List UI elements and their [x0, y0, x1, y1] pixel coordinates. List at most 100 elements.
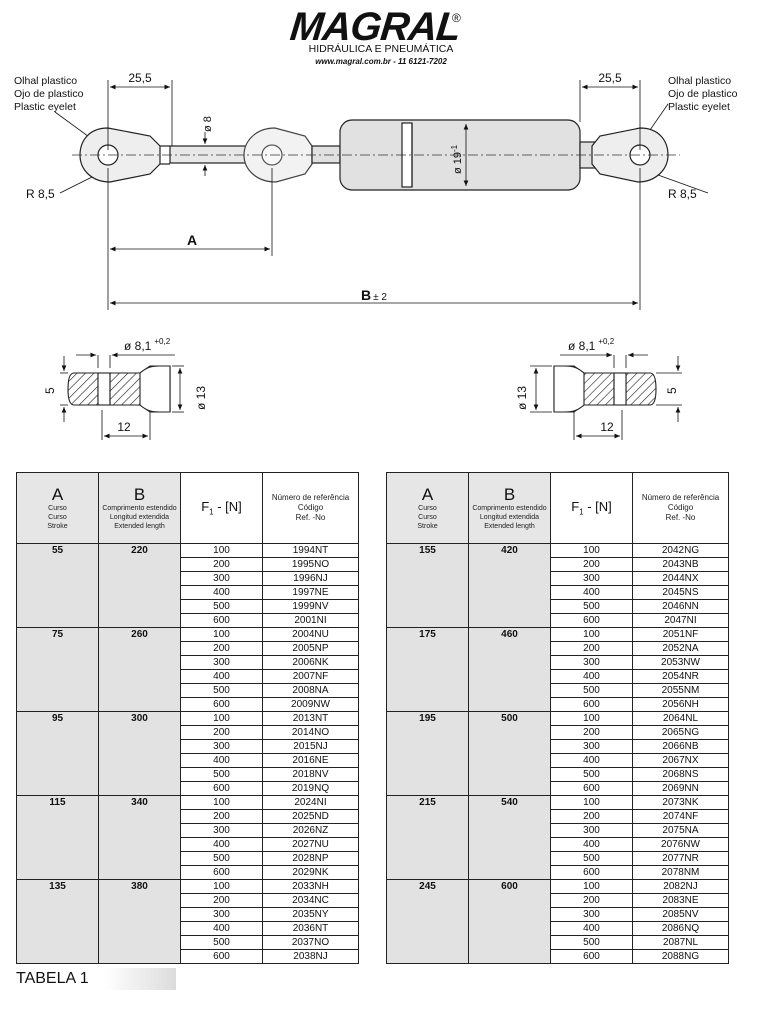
force-cell: 500 [550, 599, 633, 614]
table-header-row: A Curso Curso Stroke B Comprimento esten… [386, 472, 729, 544]
ref-cell: 2036NT [262, 921, 359, 936]
detail-left-height: 5 [43, 387, 57, 394]
force-cell: 400 [550, 585, 633, 600]
dim-rod-dia: ø 8 [202, 116, 214, 132]
force-cell: 200 [550, 725, 633, 740]
logo-tagline: HIDRÁULICA E PNEUMÁTICA [309, 42, 454, 55]
ref-cell: 2042NG [632, 543, 729, 558]
table-header-row: A Curso Curso Stroke B Comprimento esten… [16, 472, 359, 544]
svg-text:Ojo de plastico: Ojo de plastico [14, 88, 84, 100]
force-cell: 100 [180, 795, 263, 810]
dim-right-eye [579, 80, 641, 150]
force-cell: 600 [180, 613, 263, 628]
stroke-cell: 245 [386, 879, 469, 964]
force-cell: 200 [180, 725, 263, 740]
svg-text:25,5: 25,5 [598, 71, 622, 85]
logo-contact: www.magral.com.br - 11 6121-7202 [315, 57, 447, 66]
force-cell: 100 [550, 711, 633, 726]
force-cell: 600 [550, 697, 633, 712]
eyelet-label-right: Olhal plastico Ojo de plastico Plastic e… [668, 75, 738, 113]
radius-right: R 8,5 [668, 187, 697, 201]
ref-cell: 2038NJ [262, 949, 359, 964]
ref-cell: 2073NK [632, 795, 729, 810]
force-cell: 300 [550, 907, 633, 922]
ref-cell: 2027NU [262, 837, 359, 852]
ref-cell: 2019NQ [262, 781, 359, 796]
ref-cell: 2026NZ [262, 823, 359, 838]
eyelet-label-left: Olhal plastico Ojo de plastico Plastic e… [14, 75, 84, 113]
dim-A: A [187, 232, 197, 248]
force-cell: 600 [550, 781, 633, 796]
force-cell: 200 [180, 641, 263, 656]
ref-cell: 2047NI [632, 613, 729, 628]
length-cell: 420 [468, 543, 551, 628]
ref-cell: 1999NV [262, 599, 359, 614]
ref-cell: 2055NM [632, 683, 729, 698]
force-cell: 100 [550, 543, 633, 558]
force-cell: 300 [180, 907, 263, 922]
ref-cell: 2053NW [632, 655, 729, 670]
ref-cell: 2052NA [632, 641, 729, 656]
force-cell: 600 [180, 949, 263, 964]
ref-cell: 2028NP [262, 851, 359, 866]
ref-cell: 2006NK [262, 655, 359, 670]
force-cell: 300 [180, 655, 263, 670]
force-cell: 600 [180, 697, 263, 712]
force-cell: 400 [550, 921, 633, 936]
length-cell: 340 [98, 795, 181, 880]
length-cell: 300 [98, 711, 181, 796]
ref-cell: 2025ND [262, 809, 359, 824]
detail-right-width: 12 [600, 420, 614, 434]
force-cell: 200 [180, 893, 263, 908]
force-cell: 600 [550, 865, 633, 880]
stroke-cell: 95 [16, 711, 99, 796]
ref-cell: 2008NA [262, 683, 359, 698]
force-cell: 100 [550, 795, 633, 810]
ref-cell: 2045NS [632, 585, 729, 600]
col-stroke-header: A Curso Curso Stroke [386, 472, 469, 544]
ref-cell: 2054NR [632, 669, 729, 684]
ref-cell: 2009NW [262, 697, 359, 712]
force-cell: 600 [550, 949, 633, 964]
svg-text:25,5: 25,5 [128, 71, 152, 85]
detail-right-bore: ø 8,1+0,2 [568, 337, 615, 353]
force-cell: 100 [550, 879, 633, 894]
dim-B: B± 2 [361, 287, 387, 303]
radius-left: R 8,5 [26, 187, 55, 201]
ref-cell: 2014NO [262, 725, 359, 740]
ref-cell: 2078NM [632, 865, 729, 880]
force-cell: 300 [550, 739, 633, 754]
col-length-header: B Comprimento estendido Longitud extendi… [468, 472, 551, 544]
col-ref-header: Número de referência Código Ref. -No [262, 472, 359, 544]
ref-cell: 1995NO [262, 557, 359, 572]
force-cell: 500 [550, 851, 633, 866]
magral-logo: MAGRAL ® HIDRÁULICA E PNEUMÁTICA www.mag… [288, 5, 462, 66]
ref-cell: 2015NJ [262, 739, 359, 754]
stroke-cell: 135 [16, 879, 99, 964]
ref-cell: 2076NW [632, 837, 729, 852]
